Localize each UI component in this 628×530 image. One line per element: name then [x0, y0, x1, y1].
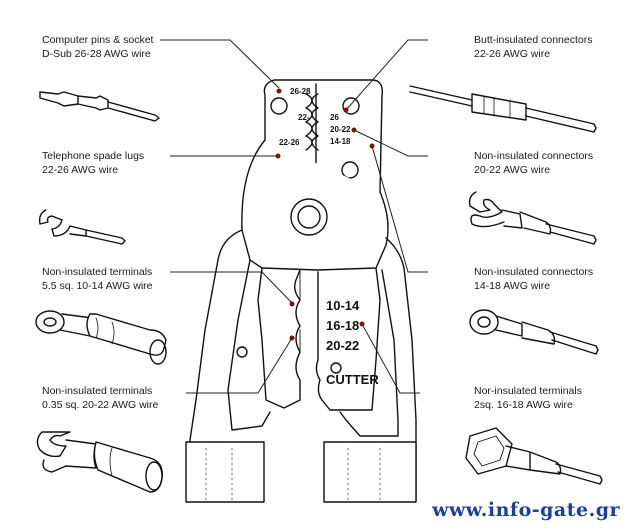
butt-connector-illustration — [409, 85, 597, 133]
head-label-26: 26 — [330, 113, 339, 122]
callout-nonins1418-line2: 14-18 AWG wire — [474, 280, 551, 292]
callout-spade-lugs: Telephone spade lugs 22-26 AWG wire — [42, 149, 144, 177]
callout-nonins1418-line1: Non-insulated connectors — [474, 266, 594, 278]
callout-butt-line2: 22-26 AWG wire — [474, 48, 551, 60]
head-label-26-28: 26-28 — [290, 87, 311, 96]
callout-connectors-20-22: Non-insulated connectors 20-22 AWG wire — [474, 149, 593, 177]
watermark-url: www.info-gate.gr — [432, 499, 620, 521]
callout-nonins2022-line1: Non-insulated connectors — [474, 150, 594, 162]
ring-terminal-illustration — [35, 310, 167, 365]
callout-pins-line2: D-Sub 26-28 AWG wire — [42, 48, 151, 60]
callout-terminals-0-35: Non-insulated terminals 0.35 sq. 20-22 A… — [42, 384, 158, 412]
callout-ring55-line1: Non-insulated terminals — [42, 266, 153, 278]
callout-ring55-line2: 5.5 sq. 10-14 AWG wire — [42, 280, 153, 292]
jaw-label-20-22: 20-22 — [326, 338, 359, 353]
callout-nonins2022-line2: 20-22 AWG wire — [474, 164, 551, 176]
disconnect-terminal-illustration — [465, 427, 603, 485]
head-label-14-18: 14-18 — [330, 137, 351, 146]
spade-connector-illustration — [468, 191, 597, 245]
ring-connector-illustration — [469, 309, 599, 355]
head-label-22: 22- — [298, 113, 310, 122]
spade-lug-illustration — [38, 209, 126, 245]
callout-butt-connectors: Butt-insulated connectors 22-26 AWG wire — [474, 33, 592, 61]
callout-norins-line2: 2sq. 16-18 AWG wire — [474, 399, 573, 411]
tool-body — [217, 139, 405, 271]
callout-norins-line1: Nor-insulated terminals — [474, 385, 582, 397]
callout-term035-line1: Non-insulated terminals — [42, 385, 153, 397]
jaw-label-10-14: 10-14 — [326, 298, 360, 313]
leader-dots — [275, 88, 375, 341]
tool-jaws — [236, 267, 381, 411]
callout-pins: Computer pins & socket D-Sub 26-28 AWG w… — [42, 33, 153, 61]
callout-connectors-14-18: Non-insulated connectors 14-18 AWG wire — [474, 265, 593, 293]
callout-pins-line1: Computer pins & socket — [42, 34, 154, 46]
callout-term035-line2: 0.35 sq. 20-22 AWG wire — [42, 399, 159, 411]
leader-lines — [160, 39, 428, 394]
callout-terminals-5-5: Non-insulated terminals 5.5 sq. 10-14 AW… — [42, 265, 153, 293]
head-label-20-22: 20-22 — [330, 125, 351, 134]
callout-spade-line2: 22-26 AWG wire — [42, 164, 119, 176]
cutter-label: CUTTER — [326, 372, 379, 387]
pin-connector-illustration — [39, 91, 160, 122]
tool-handles — [185, 259, 417, 503]
callout-butt-line1: Butt-insulated connectors — [474, 34, 593, 46]
callout-terminals-2sq: Nor-insulated terminals 2sq. 16-18 AWG w… — [474, 384, 582, 412]
jaw-label-16-18: 16-18 — [326, 318, 359, 333]
callout-spade-line1: Telephone spade lugs — [42, 150, 145, 162]
head-label-22-26: 22-26 — [279, 138, 300, 147]
fork-terminal-illustration — [36, 431, 163, 493]
